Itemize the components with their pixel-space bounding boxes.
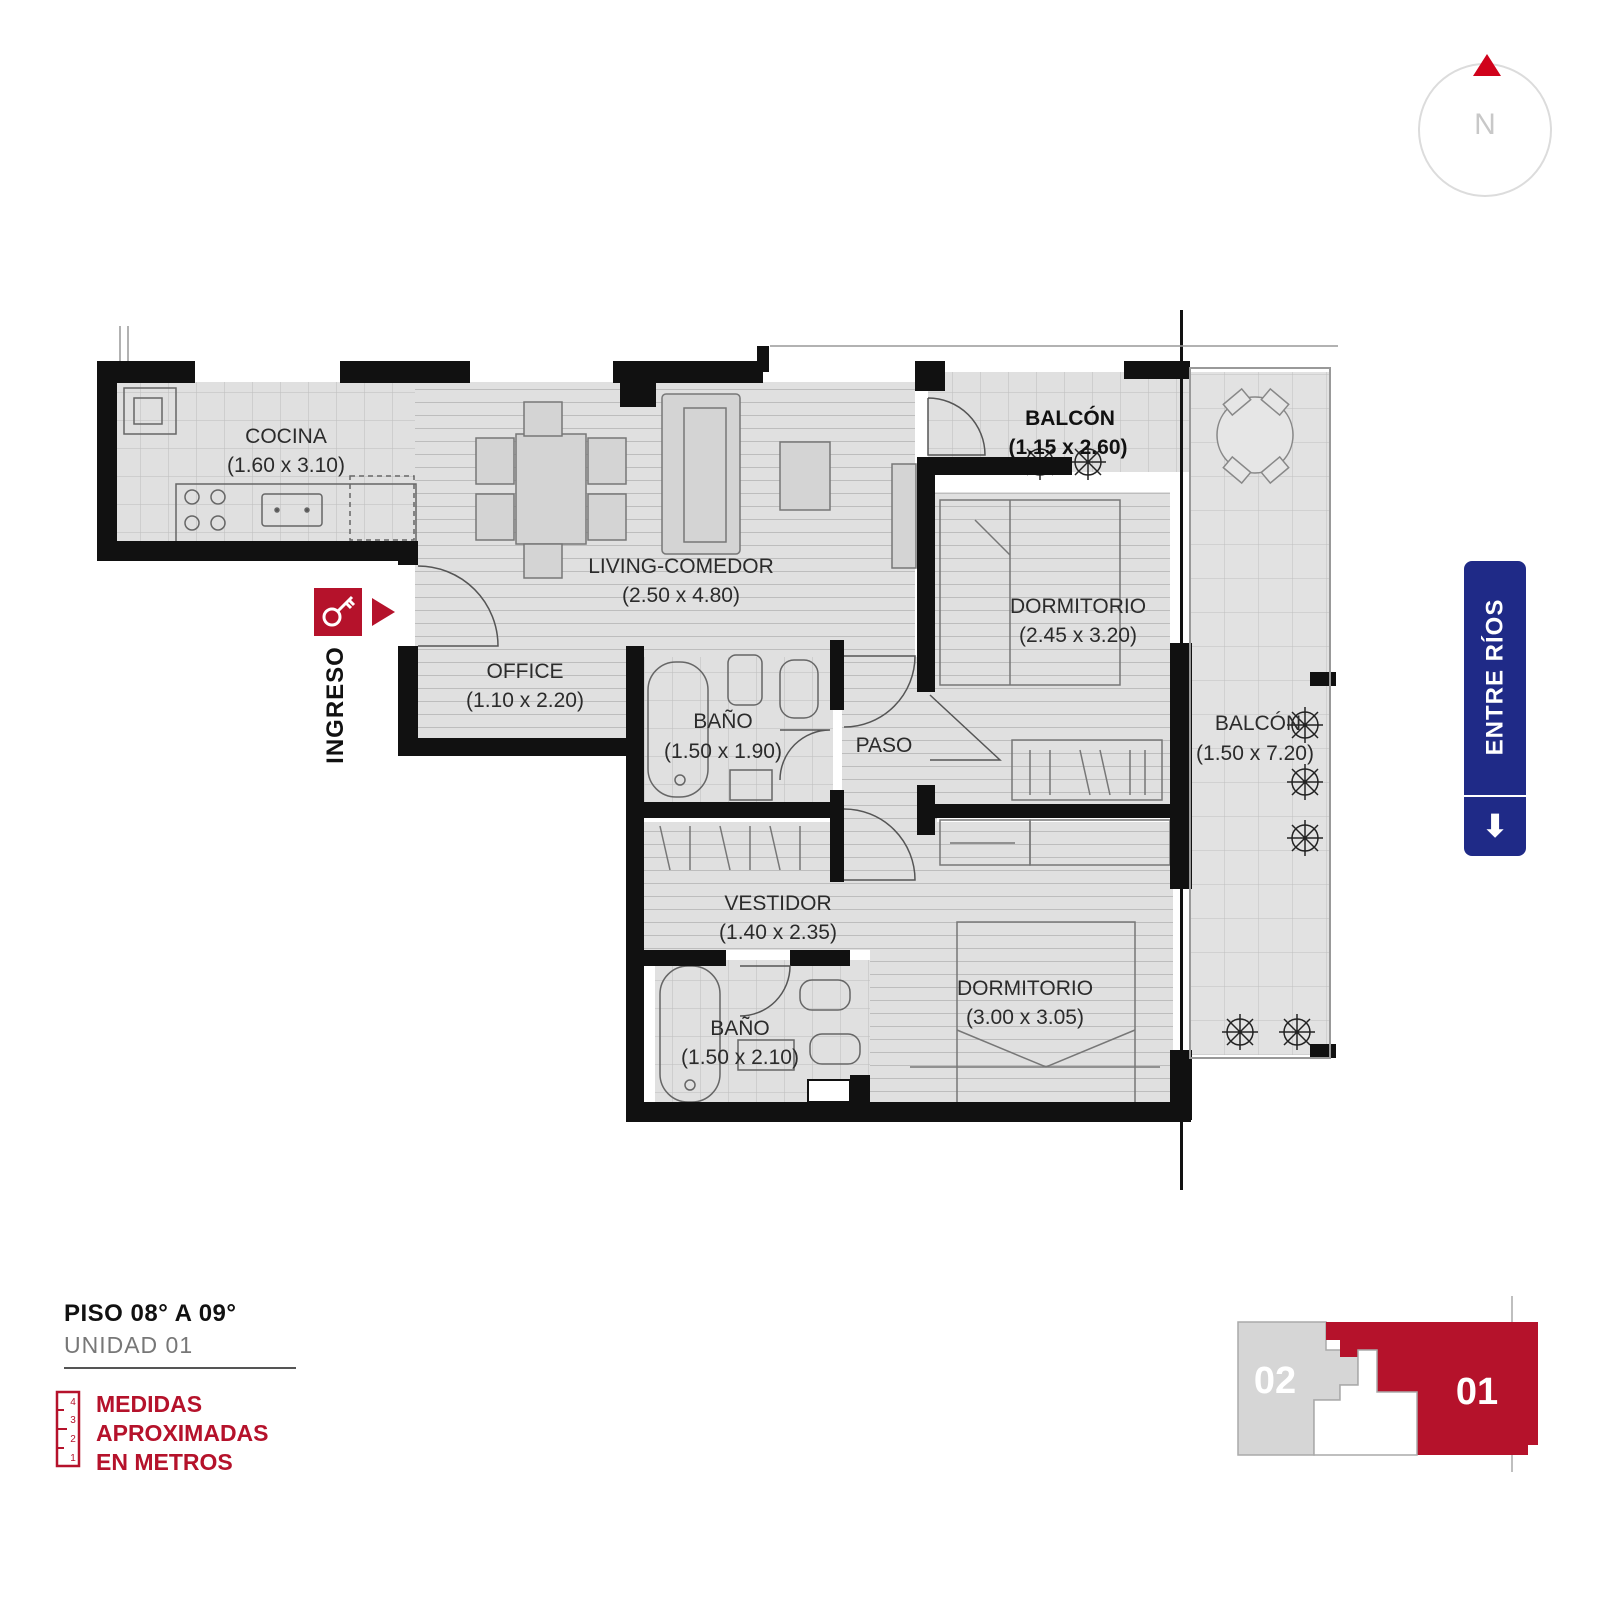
street-name: ENTRE RÍOS (1481, 598, 1508, 756)
bano2-size: (1.50 x 2.10) (681, 1046, 799, 1069)
compass (1418, 54, 1552, 197)
vestidor-name: VESTIDOR (724, 892, 831, 915)
entrance-label: INGRESO (296, 640, 376, 770)
measure-line-2: APROXIMADAS (96, 1420, 269, 1446)
north-arrow-icon (1473, 54, 1501, 76)
office-floor (415, 657, 633, 742)
unit-02-label: 02 (1254, 1360, 1296, 1402)
entrance-arrow-icon (372, 598, 395, 626)
vestidor-size: (1.40 x 2.35) (719, 921, 837, 944)
measure-line-3: EN METROS (96, 1449, 233, 1475)
cocina-size: (1.60 x 3.10) (227, 454, 345, 477)
ruler-mark-3: 3 (70, 1415, 76, 1426)
measure-line-1: MEDIDAS (96, 1391, 203, 1417)
floor-label: PISO 08° A 09° (64, 1300, 237, 1327)
ruler-mark-1: 1 (70, 1453, 76, 1464)
bano1-name: BAÑO (693, 709, 753, 733)
living-size: (2.50 x 4.80) (622, 584, 740, 607)
info-divider (64, 1367, 296, 1369)
ruler-mark-4: 4 (70, 1397, 76, 1408)
sofa (661, 393, 917, 569)
measure-text: MEDIDAS APROXIMADAS EN METROS (96, 1390, 269, 1477)
dormitorio1-floor (935, 492, 1170, 807)
entrance-marker (314, 588, 395, 636)
unit-01-label: 01 (1456, 1371, 1498, 1413)
dormitorio1-size: (2.45 x 3.20) (1019, 624, 1137, 647)
dormitorio2-floor (870, 950, 1173, 1107)
window-lines (119, 326, 1338, 361)
down-arrow-icon: ⬇ (1481, 807, 1509, 845)
compass-label: N (1474, 108, 1496, 141)
living-name: LIVING-COMEDOR (588, 555, 774, 578)
doors (417, 397, 1002, 1017)
dormitorio2-name: DORMITORIO (957, 977, 1093, 1000)
vestidor-floor (643, 822, 1173, 950)
balcon-large-size: (1.50 x 7.20) (1196, 742, 1314, 765)
unit-01-shape (1326, 1322, 1538, 1455)
balcon-large-name: BALCÓN (1215, 712, 1301, 735)
bano2-name: BAÑO (710, 1016, 770, 1040)
street-divider (1464, 795, 1526, 797)
balcon-small-name: BALCÓN (1025, 406, 1115, 430)
bano1-fixtures (647, 654, 819, 801)
ruler-mark-2: 2 (70, 1434, 76, 1445)
walls (97, 310, 1336, 1190)
balcony-table (1216, 387, 1294, 485)
key-plan: 02 01 (1237, 1296, 1538, 1472)
cocina-name: COCINA (245, 425, 327, 448)
office-size: (1.10 x 2.20) (466, 689, 584, 712)
unit-info: PISO 08° A 09° UNIDAD 01 (64, 1300, 296, 1369)
balcon-small-size: (1.15 x 2.60) (1008, 436, 1127, 459)
balcony-railing (1189, 367, 1331, 1059)
shaft (807, 1079, 851, 1103)
dining-table (475, 401, 627, 579)
entrance-text: INGRESO (322, 646, 349, 764)
street-badge: ENTRE RÍOS ⬇ (1464, 561, 1526, 856)
street-name-wrap: ENTRE RÍOS (1464, 561, 1526, 793)
paso-name: PASO (856, 734, 913, 757)
balcon-large-floor (1190, 372, 1330, 1055)
ruler-icon: 4 3 2 1 (55, 1390, 81, 1468)
dormitorio1-name: DORMITORIO (1010, 595, 1146, 618)
dormitorio1-bed (939, 499, 1163, 801)
cocina-floor (115, 382, 415, 542)
unit-label: UNIDAD 01 (64, 1332, 194, 1358)
bano1-size: (1.50 x 1.90) (664, 740, 782, 763)
office-name: OFFICE (487, 660, 564, 683)
dormitorio2-size: (3.00 x 3.05) (966, 1006, 1084, 1029)
measure-note: 4 3 2 1 MEDIDAS APROXIMADAS EN METROS (55, 1390, 269, 1477)
